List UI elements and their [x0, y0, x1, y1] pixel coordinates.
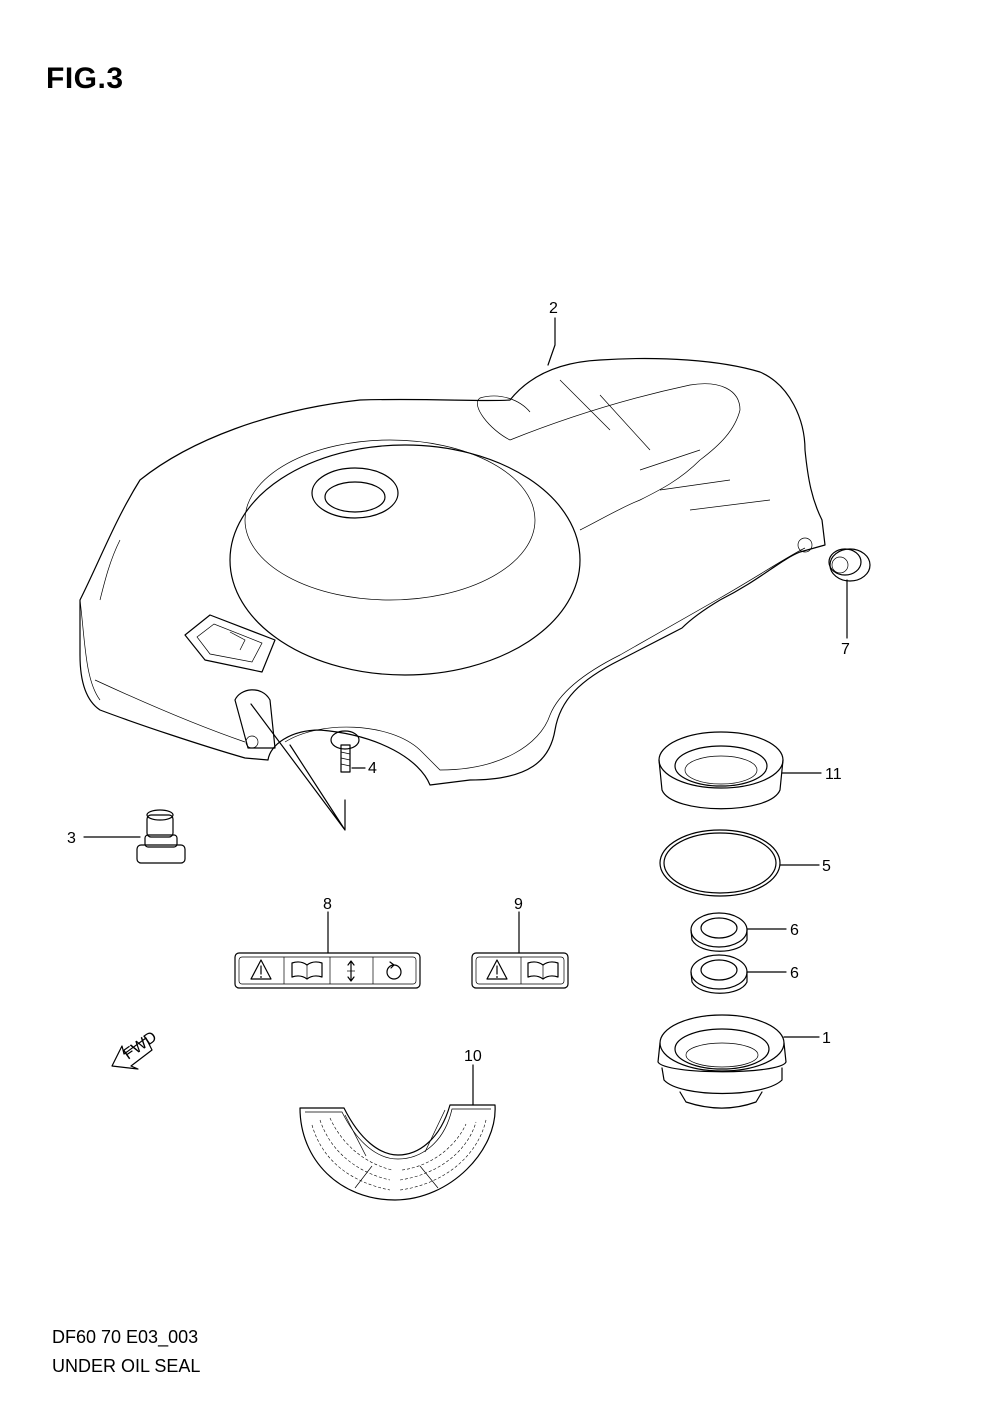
fwd-arrow: FWD [111, 1028, 161, 1070]
warning-triangle-icon [486, 959, 508, 980]
grommet[interactable] [828, 548, 871, 582]
figure-title: FIG.3 [46, 62, 124, 95]
fwd-label: FWD [121, 1028, 161, 1063]
callout-6-upper: 6 [790, 922, 799, 939]
leader-lines [83, 317, 848, 1106]
callout-5: 5 [822, 858, 831, 875]
caution-label-8[interactable] [234, 952, 421, 989]
callout-8: 8 [323, 896, 332, 913]
warning-triangle-icon [250, 959, 272, 980]
callout-4: 4 [368, 760, 377, 777]
callout-2: 2 [549, 300, 558, 317]
screw[interactable] [330, 730, 360, 773]
caution-label-9[interactable] [471, 952, 569, 989]
o-ring[interactable] [659, 829, 781, 897]
drain-plug[interactable] [136, 809, 186, 864]
seal-case[interactable] [657, 1014, 787, 1109]
seal-housing[interactable] [658, 731, 784, 810]
manual-book-icon [527, 961, 559, 980]
callout-1: 1 [822, 1030, 831, 1047]
diagram-code: DF60 70 E03_003 [52, 1327, 199, 1347]
callout-3: 3 [67, 830, 76, 847]
semicircular-mat[interactable] [299, 1104, 496, 1201]
callout-6-lower: 6 [790, 965, 799, 982]
callout-9: 9 [514, 896, 523, 913]
under-oil-seal-cover[interactable] [79, 357, 826, 786]
callout-10: 10 [464, 1048, 482, 1065]
callout-11: 11 [825, 766, 842, 783]
oil-seal-upper[interactable] [690, 912, 748, 952]
oil-seal-lower[interactable] [690, 954, 748, 994]
up-down-arrow-icon [347, 960, 355, 982]
diagram-name: UNDER OIL SEAL [52, 1356, 201, 1376]
rotation-icon [386, 961, 402, 980]
callout-7: 7 [841, 641, 850, 658]
manual-book-icon [291, 961, 323, 980]
